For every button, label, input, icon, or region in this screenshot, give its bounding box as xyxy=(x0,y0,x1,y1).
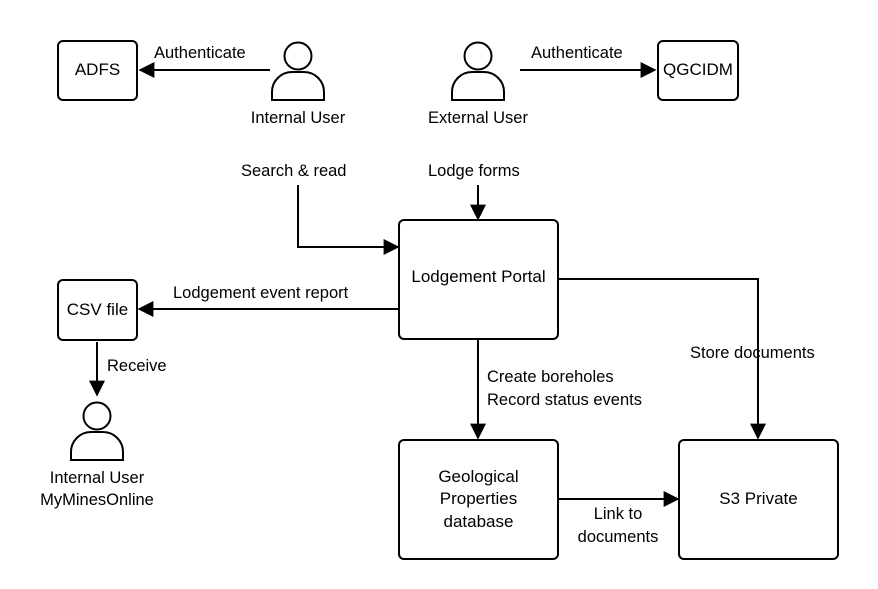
user-icon xyxy=(271,41,325,101)
mymines-user-label: Internal User MyMinesOnline xyxy=(17,467,177,512)
edge-label-store-documents: Store documents xyxy=(690,344,815,362)
external-user-label: External User xyxy=(428,109,528,127)
lodgement-portal-label: Lodgement Portal xyxy=(411,267,546,287)
adfs-node: ADFS xyxy=(57,40,138,101)
lodgement-portal-node: Lodgement Portal xyxy=(398,219,559,340)
user-icon xyxy=(451,41,505,101)
edge-label-authenticate-qgcidm: Authenticate xyxy=(531,44,623,62)
mymines-user-line-2: MyMinesOnline xyxy=(40,491,154,510)
edge-search-read xyxy=(297,185,400,255)
edge-label-receive: Receive xyxy=(107,357,167,375)
adfs-label: ADFS xyxy=(74,60,121,80)
edge-label-authenticate-adfs: Authenticate xyxy=(154,44,246,62)
user-icon xyxy=(70,401,124,461)
s3-private-label: S3 Private xyxy=(719,489,798,509)
geo-db-line-1: Geological xyxy=(438,467,519,487)
mymines-user-line-1: Internal User xyxy=(49,469,145,487)
edge-label-link-documents: Link to documents xyxy=(566,503,670,549)
geo-db-line-3: database xyxy=(443,511,514,531)
geological-properties-db-node: Geological Properties database xyxy=(398,439,559,560)
link-documents-line-1: Link to xyxy=(593,505,643,523)
create-boreholes-line-1: Create boreholes xyxy=(487,368,614,386)
edge-label-lodgement-event-report: Lodgement event report xyxy=(173,284,349,302)
qgcidm-label: QGCIDM xyxy=(663,60,733,80)
edge-store-documents xyxy=(558,278,766,440)
csv-file-label: CSV file xyxy=(66,299,129,319)
edge-label-create-boreholes: Create boreholes Record status events xyxy=(487,366,642,412)
edge-label-lodge-forms: Lodge forms xyxy=(428,162,520,180)
csv-file-node: CSV file xyxy=(57,279,138,341)
create-boreholes-line-2: Record status events xyxy=(487,391,642,410)
geo-db-line-2: Properties xyxy=(439,489,518,509)
edge-label-search-read: Search & read xyxy=(241,162,347,180)
link-documents-line-2: documents xyxy=(577,528,659,547)
s3-private-node: S3 Private xyxy=(678,439,839,560)
qgcidm-node: QGCIDM xyxy=(657,40,739,101)
internal-user-label: Internal User xyxy=(250,109,346,127)
